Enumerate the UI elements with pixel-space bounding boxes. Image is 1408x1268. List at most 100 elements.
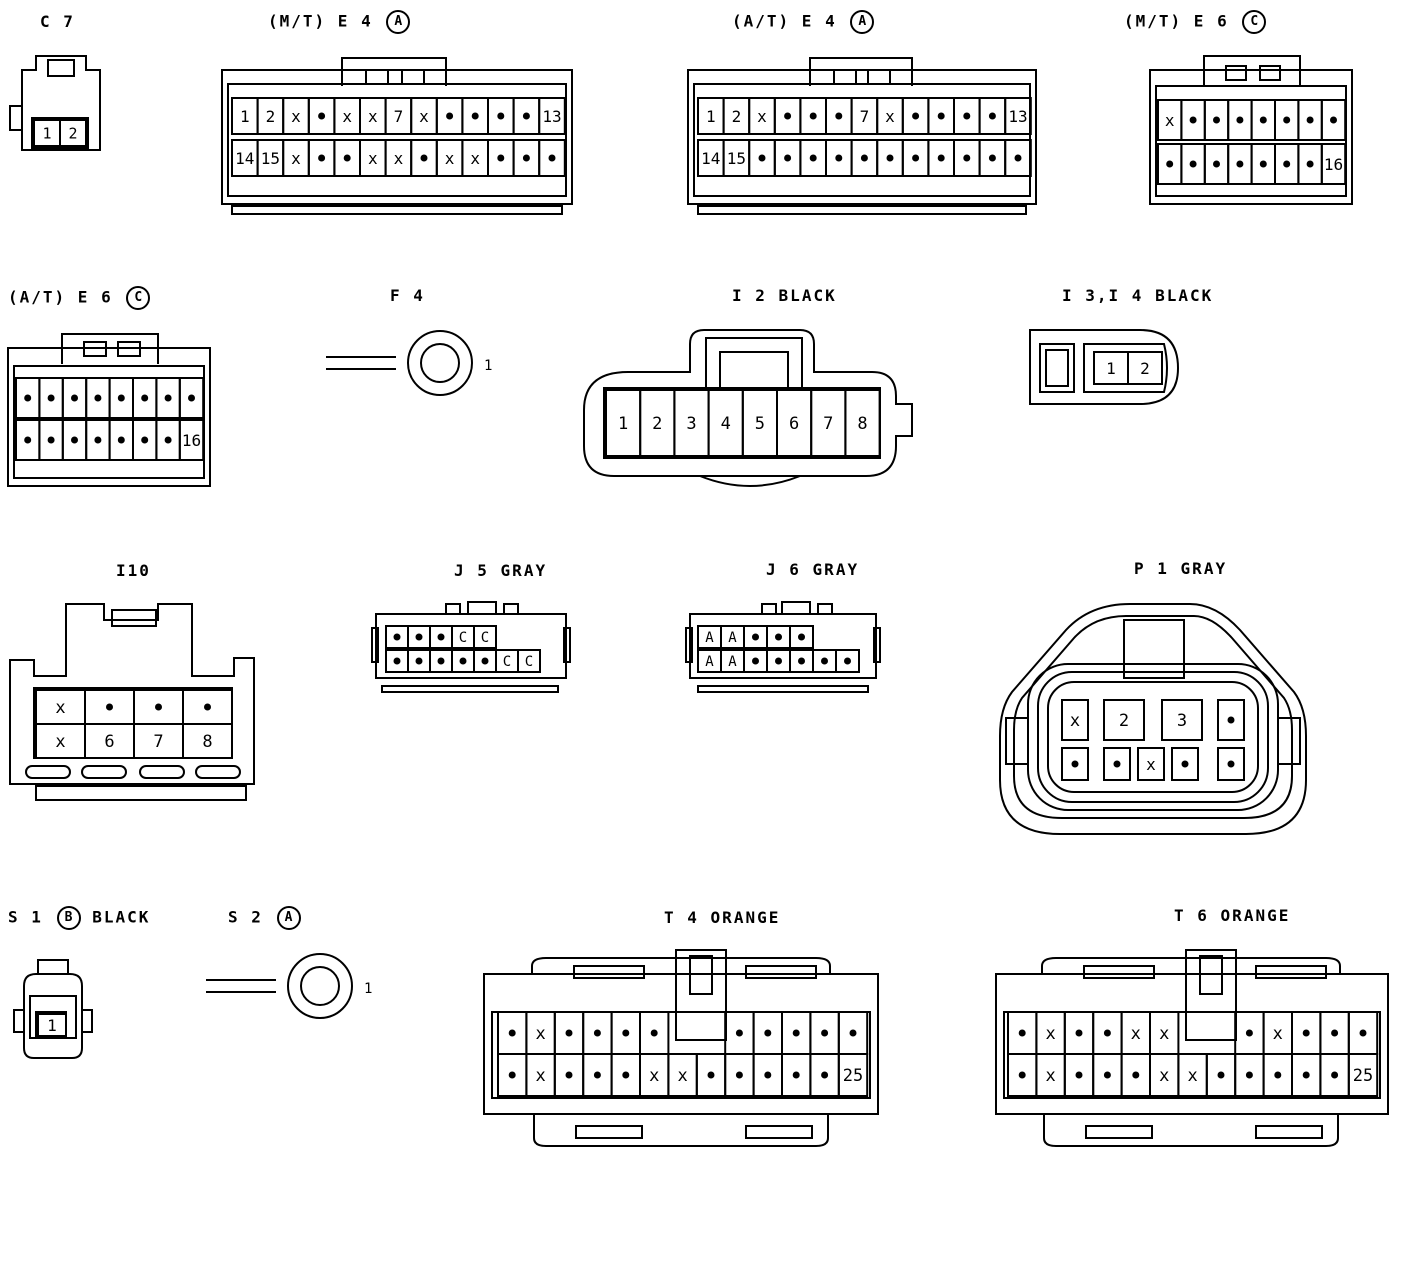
pin-label: x (1131, 1024, 1141, 1044)
pin-label: x (649, 1066, 659, 1086)
pin-cell (1217, 699, 1245, 741)
pin-cell (178, 377, 205, 419)
pin-dot (522, 112, 530, 120)
connector-e6-at (7, 333, 211, 487)
pin-dot (481, 657, 489, 665)
pin-label: 6 (789, 414, 799, 434)
pin-dot (1075, 1029, 1083, 1037)
pin-dot (1213, 116, 1220, 124)
pin-label: 2 (652, 414, 662, 434)
pin-dot (1181, 760, 1189, 768)
pin-cell (1171, 747, 1199, 781)
pin-dot (71, 436, 78, 444)
pin-label: 2 (68, 124, 77, 142)
pin-dot (622, 1071, 630, 1079)
connector-label-e4-at: (A/T) E 4 A (732, 10, 875, 34)
pin-dot (1302, 1029, 1310, 1037)
pin-dot (775, 657, 782, 665)
pin-label: x (394, 149, 404, 168)
pin-label: 1 (42, 124, 51, 142)
pin-label: x (368, 149, 378, 168)
pin-label: x (757, 107, 767, 126)
pin-dot (508, 1071, 516, 1079)
pin-label: 8 (202, 732, 212, 752)
pin-dot (988, 154, 996, 162)
pin-dot (1217, 1071, 1225, 1079)
pin-dot (459, 657, 467, 665)
pin-cell (844, 389, 881, 457)
pin-dot (1018, 1029, 1026, 1037)
pin-label: x (291, 107, 301, 126)
pin-dot (47, 436, 55, 444)
pin-label: 3 (1177, 711, 1187, 731)
pin-dot (106, 703, 113, 711)
connector-e4-at (687, 57, 1037, 215)
pin-cell (1127, 351, 1163, 385)
pin-dot (1132, 1071, 1140, 1079)
pin-dot (1283, 116, 1291, 124)
pin-dot (860, 154, 868, 162)
pin-dot (1245, 1071, 1253, 1079)
circle-code-badge: C (126, 286, 151, 310)
pin-label: A (705, 654, 714, 670)
pin-dot (849, 1029, 857, 1037)
connector-label-e6-mt: (M/T) E 6 C (1124, 10, 1267, 34)
pin-label: 2 (266, 107, 276, 126)
pin-dot (835, 154, 843, 162)
pin-dot (1189, 160, 1197, 168)
pin-dot (343, 154, 351, 162)
pin-dot (1236, 160, 1244, 168)
pin-dot (24, 436, 32, 444)
pin-grid-e6-mt: x16 (1157, 99, 1347, 185)
pin-grid-e6-at: 16 (15, 377, 205, 461)
pin-dot (764, 1071, 772, 1079)
pin-dot (1075, 1071, 1083, 1079)
pin-dot (565, 1029, 573, 1037)
pin-dot (565, 1071, 573, 1079)
pin-dot (188, 394, 195, 402)
pin-label: x (342, 107, 352, 126)
pin-dot (497, 154, 505, 162)
circle-code-badge: B (56, 906, 81, 930)
pin-dot (735, 1029, 743, 1037)
pin-dot (593, 1029, 601, 1037)
pin-label: 1 (1106, 359, 1116, 378)
pin-cell (473, 625, 497, 649)
connector-label-t4: T 4 ORANGE (664, 908, 781, 927)
pin-cell (1161, 699, 1203, 741)
pin-dot (94, 394, 102, 402)
connector-e4-mt (221, 57, 573, 215)
pin-dot (1259, 160, 1267, 168)
pin-dot (1014, 154, 1022, 162)
pin-dot (393, 633, 401, 641)
ring-terminal-s2 (206, 953, 353, 1019)
pin-label: 16 (182, 431, 201, 450)
pin-dot (1166, 160, 1174, 168)
pin-dot (792, 1071, 800, 1079)
connector-label-j6: J 6 GRAY (766, 560, 860, 579)
pin-dot (204, 703, 211, 711)
pin-dot (1227, 716, 1235, 724)
pin-label: 15 (261, 149, 280, 168)
pin-cell (182, 723, 233, 759)
pin-dot (735, 1071, 743, 1079)
circle-code-badge: A (386, 10, 411, 34)
pin-dot (775, 633, 782, 641)
connector-label-e6-at: (A/T) E 6 C (8, 286, 151, 310)
pin-dot (1236, 116, 1244, 124)
pin-cell (1137, 747, 1165, 781)
connector-label-j5: J 5 GRAY (454, 561, 548, 580)
pin-dot (318, 112, 326, 120)
pin-label: x (1187, 1066, 1197, 1086)
pin-label: 16 (1324, 155, 1343, 174)
circle-code-badge: A (850, 10, 875, 34)
connector-p1 (999, 603, 1307, 835)
pin-label: C (459, 630, 467, 646)
connector-label-t6: T 6 ORANGE (1174, 906, 1291, 925)
pin-dot (937, 112, 945, 120)
pin-grid-s1: 1 (37, 1013, 67, 1037)
